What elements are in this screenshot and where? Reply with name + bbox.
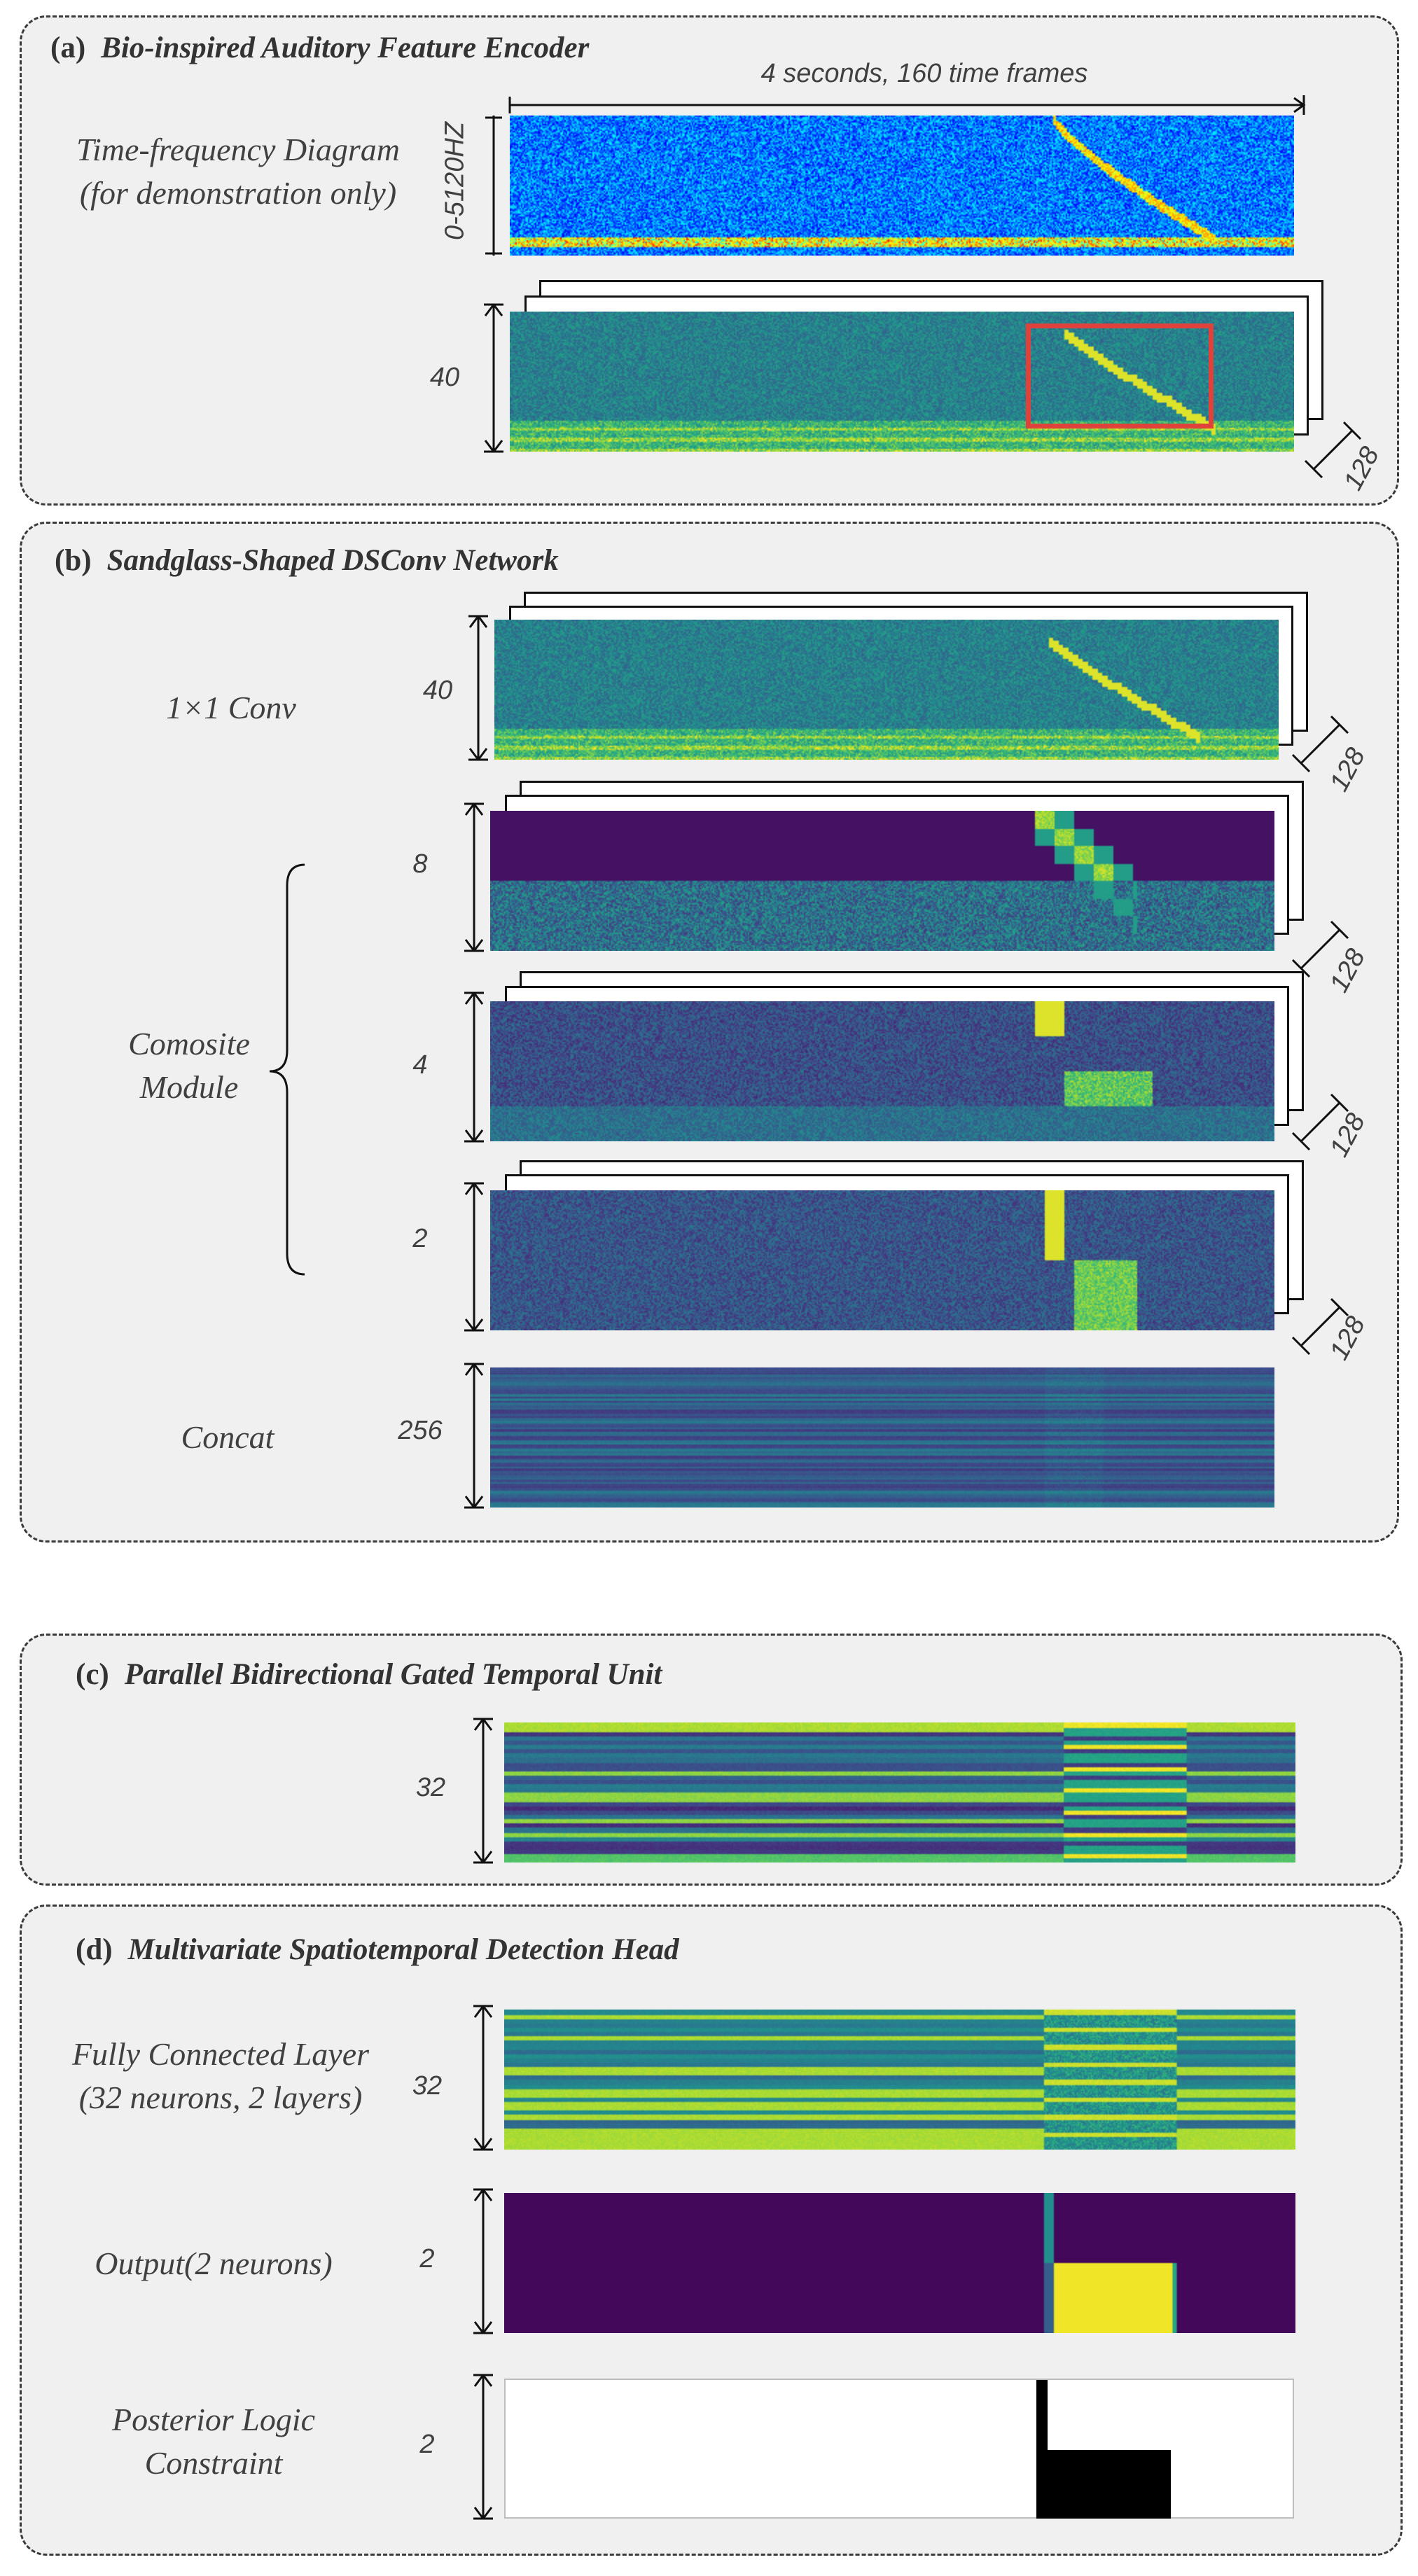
concat-dim: 256 bbox=[398, 1416, 443, 1445]
fc-label: Fully Connected Layer (32 neurons, 2 lay… bbox=[39, 2033, 403, 2119]
temporal-unit-heatmap bbox=[504, 1722, 1295, 1863]
panel-b-tag: (b) bbox=[55, 544, 92, 577]
highlight-box bbox=[1026, 323, 1214, 429]
block8-dim: 8 bbox=[412, 849, 428, 879]
posterior-label-line1: Posterior Logic bbox=[111, 2402, 316, 2437]
conv-heatmap bbox=[494, 620, 1279, 760]
output-heatmap bbox=[504, 2193, 1295, 2333]
conv-label: 1×1 Conv bbox=[166, 690, 296, 725]
block4-heatmap bbox=[490, 1001, 1274, 1141]
posterior-dim: 2 bbox=[419, 2430, 435, 2459]
panel-a-title: (a) Bio-inspired Auditory Feature Encoder bbox=[50, 31, 589, 65]
posterior-label-line2: Constraint bbox=[144, 2445, 283, 2481]
block4-dim: 4 bbox=[412, 1050, 428, 1080]
panel-a-tag: (a) bbox=[50, 32, 86, 64]
panel-b-title: (b) Sandglass-Shaped DSConv Network bbox=[55, 543, 559, 578]
block2-heatmap bbox=[490, 1190, 1274, 1330]
conv-dim-40: 40 bbox=[422, 676, 453, 705]
panel-c-tag: (c) bbox=[76, 1658, 109, 1691]
concat-label: Concat bbox=[181, 1419, 274, 1455]
fc-heatmap bbox=[504, 2010, 1295, 2150]
panel-b-title-text: Sandglass-Shaped DSConv Network bbox=[106, 544, 559, 577]
module-label: Comosite Module bbox=[91, 1022, 287, 1109]
panel-d-title-text: Multivariate Spatiotemporal Detection He… bbox=[127, 1933, 679, 1966]
time-frames-label: 4 seconds, 160 time frames bbox=[760, 59, 1088, 88]
panel-c-title: (c) Parallel Bidirectional Gated Temporal… bbox=[76, 1657, 662, 1692]
panel-a-title-text: Bio-inspired Auditory Feature Encoder bbox=[101, 32, 590, 64]
fc-label-line2: (32 neurons, 2 layers) bbox=[78, 2080, 363, 2115]
spectrogram-heatmap bbox=[510, 116, 1294, 256]
module-label-line1: Comosite bbox=[128, 1026, 250, 1061]
panel-c-title-text: Parallel Bidirectional Gated Temporal Un… bbox=[124, 1658, 662, 1691]
panel-d-title: (d) Multivariate Spatiotemporal Detection… bbox=[76, 1933, 679, 1967]
concat-heatmap bbox=[490, 1367, 1274, 1508]
fc-dim: 32 bbox=[412, 2071, 443, 2101]
tf-diagram-label: Time-frequency Diagram (for demonstratio… bbox=[42, 128, 434, 215]
temporal-unit-dim: 32 bbox=[415, 1773, 446, 1802]
output-label: Output(2 neurons) bbox=[95, 2246, 333, 2281]
output-dim: 2 bbox=[419, 2244, 435, 2274]
panel-d-tag: (d) bbox=[76, 1933, 113, 1966]
block2-dim: 2 bbox=[412, 1224, 428, 1253]
tf-diagram-label-line2: (for demonstration only) bbox=[79, 175, 397, 211]
mfcc-dim-40: 40 bbox=[429, 363, 460, 392]
tf-diagram-label-line1: Time-frequency Diagram bbox=[76, 132, 401, 167]
fc-label-line1: Fully Connected Layer bbox=[71, 2036, 370, 2072]
posterior-chart bbox=[504, 2379, 1294, 2519]
block8-heatmap bbox=[490, 811, 1274, 951]
module-label-line2: Module bbox=[139, 1069, 239, 1105]
posterior-block bbox=[1036, 2450, 1171, 2519]
posterior-label: Posterior Logic Constraint bbox=[56, 2398, 371, 2485]
